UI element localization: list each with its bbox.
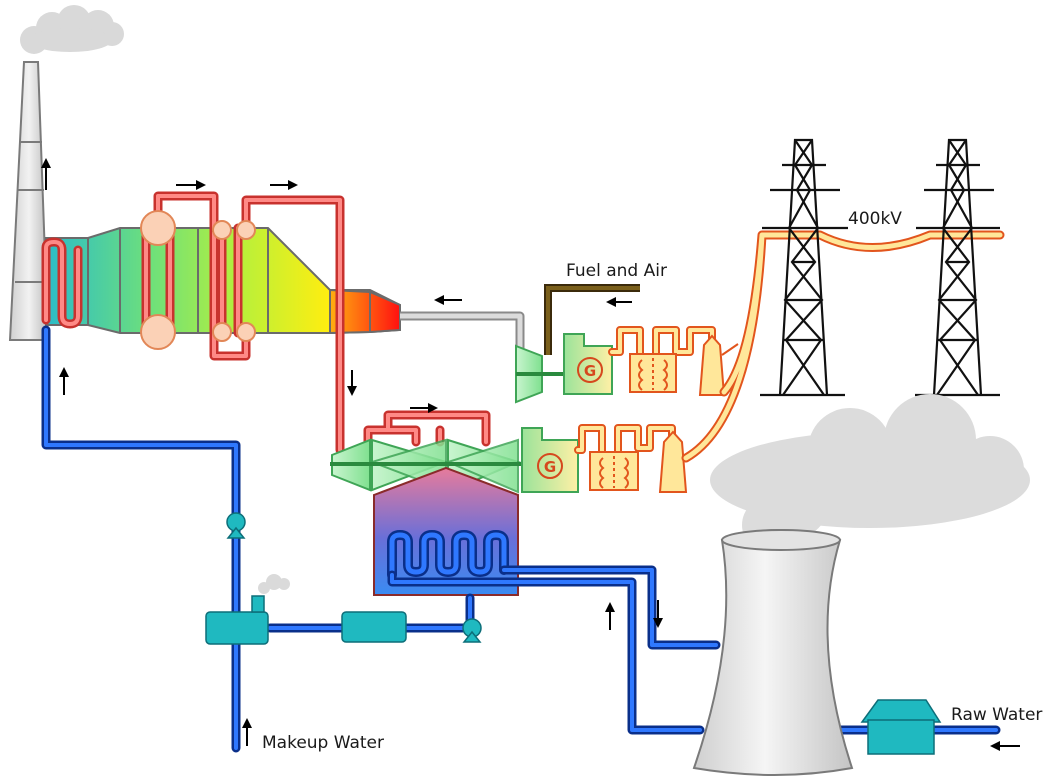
feedwater-pump [226,512,246,539]
generator-letter-1: G [584,362,596,380]
fuel-air-supply-pipe [544,284,640,355]
cooling-tower [692,529,854,776]
economizer-coil [41,237,83,329]
raw-water-pump-house [860,699,942,755]
steam-generator-transformer [574,424,676,491]
generator-letter-2: G [544,458,556,476]
deaerator-vent-cloud [258,574,290,594]
makeup-water-label: Makeup Water [262,733,384,753]
gas-line-switch [698,334,739,396]
power-transmission-cable [681,230,1005,463]
cooling-tower-plume [710,394,1030,553]
gas-turbine-exhaust-duct [400,311,525,350]
deaerator-tank [205,595,269,645]
condensate-heater [341,611,407,643]
voltage-label: 400kV [848,209,902,229]
gas-generator-transformer [608,326,716,393]
hp-evaporator-coil [140,191,345,455]
condensate-pump [462,618,482,643]
steam-line-switch [658,430,688,493]
gas-turbine-generator: G [563,333,613,395]
condenser-cooling-coil [387,530,509,580]
steam-turbine-generator: G [521,427,579,493]
stack-smoke-cloud [20,5,124,54]
steam-supply-header [363,410,491,447]
transmission-tower-2 [915,138,1000,397]
transmission-tower-1 [760,138,848,397]
gas-turbine [515,344,566,404]
flow-arrows [41,158,1020,751]
raw-water-label: Raw Water [951,705,1042,725]
fuel-and-air-label: Fuel and Air [566,261,667,281]
